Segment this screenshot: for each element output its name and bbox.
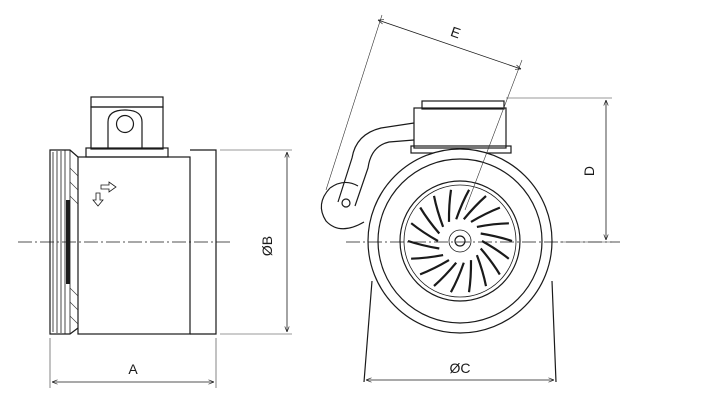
side-body xyxy=(77,156,191,335)
impeller-blade xyxy=(479,247,501,276)
dimension-e-label: E xyxy=(449,23,463,41)
dimension-d-label: D xyxy=(581,166,597,176)
impeller-blade xyxy=(411,254,444,260)
impeller-blade xyxy=(432,195,445,228)
dimension-b: ØB xyxy=(220,149,292,335)
dimension-c: ØC xyxy=(366,360,554,380)
front-housing-base xyxy=(363,280,557,383)
impeller-blade xyxy=(475,254,488,287)
side-mount-lug xyxy=(107,109,143,149)
front-housing-outer xyxy=(367,148,553,334)
flow-direction-arrows xyxy=(92,181,117,207)
impeller-blade xyxy=(467,260,473,293)
impeller-blade xyxy=(433,262,458,287)
cable-conduit xyxy=(320,122,415,230)
impeller-blade xyxy=(481,240,510,260)
impeller-blade xyxy=(449,262,465,293)
impeller-blade xyxy=(480,232,513,243)
dimension-d: D xyxy=(506,97,612,243)
front-terminal-box-top xyxy=(421,100,505,110)
side-mount-hole xyxy=(115,114,135,134)
dimension-b-label: ØB xyxy=(259,236,275,256)
impeller-blade xyxy=(447,189,453,222)
impeller-blade xyxy=(419,206,441,235)
impeller-blade xyxy=(476,222,509,228)
impeller-blade xyxy=(462,195,487,220)
impeller-blade xyxy=(410,222,439,242)
side-view: ØB A xyxy=(18,96,292,388)
impeller-blade xyxy=(455,189,471,220)
dimension-c-label: ØC xyxy=(450,360,471,376)
front-housing-inner xyxy=(377,158,543,324)
front-view: E D ØC xyxy=(320,14,620,383)
impeller-blade xyxy=(470,206,501,223)
impeller-blade xyxy=(419,259,450,276)
front-terminal-box xyxy=(413,107,507,149)
side-terminal-box-top xyxy=(90,96,164,108)
dimension-a: A xyxy=(49,338,217,388)
impeller-blade xyxy=(407,239,440,250)
impeller xyxy=(399,180,521,302)
side-terminal-box xyxy=(90,106,164,150)
dimension-a-label: A xyxy=(128,361,138,377)
